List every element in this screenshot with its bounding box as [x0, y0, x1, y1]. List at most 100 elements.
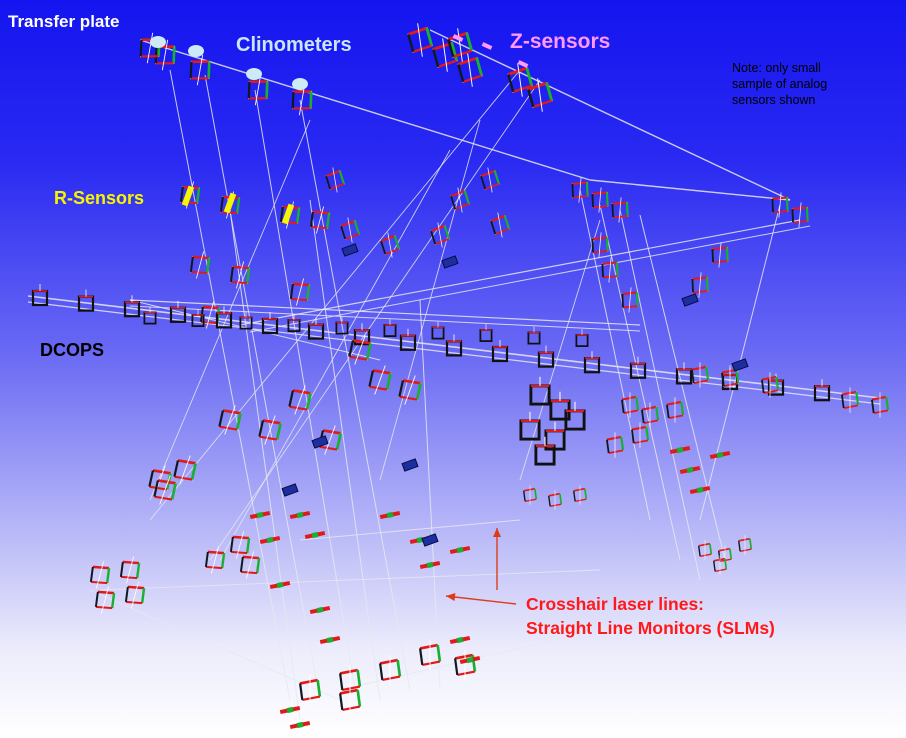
sensor-module	[291, 84, 313, 116]
sensor-module	[94, 586, 116, 614]
sensor-module	[621, 287, 639, 313]
sensor-module	[761, 372, 780, 398]
dcops-module	[287, 314, 301, 332]
sensor-module	[548, 490, 563, 510]
sensor-markers	[150, 34, 749, 547]
dcops-module	[479, 324, 493, 342]
note-text: Note: only small sample of analog sensor…	[732, 60, 882, 108]
laser-lines	[27, 29, 881, 721]
slm-sensor	[449, 635, 471, 645]
sensor-module	[124, 581, 146, 609]
laser-line	[429, 29, 791, 201]
sensor-module	[379, 654, 402, 686]
slm-sensor	[309, 605, 331, 615]
sensor-module	[398, 375, 422, 405]
laser-line	[139, 39, 591, 181]
note-line: sensors shown	[732, 93, 816, 107]
sensor-module	[573, 485, 588, 505]
sensor-module	[666, 397, 685, 423]
sensor-module	[339, 664, 362, 696]
sensor-module	[325, 167, 345, 193]
sensor-module	[721, 365, 740, 391]
laser-line	[519, 219, 601, 481]
sensor-module	[591, 232, 609, 258]
sensor-module	[258, 415, 282, 445]
laser-line	[239, 219, 801, 326]
dcops-module	[215, 306, 233, 329]
dcops-module	[335, 316, 349, 335]
clinometer-marker	[188, 45, 204, 57]
sensor-module	[432, 38, 459, 72]
sensor-module	[591, 187, 609, 213]
sensor-module	[791, 202, 809, 228]
laser-line	[639, 214, 726, 561]
arrow-head	[446, 593, 456, 601]
laser-line	[209, 79, 541, 561]
clinometer-marker	[292, 78, 308, 90]
z-sensor-marker	[452, 34, 464, 42]
slm-sensor	[259, 535, 281, 545]
laser-line	[149, 119, 311, 501]
dcops-module	[191, 309, 205, 327]
dcops-label: DCOPS	[40, 340, 105, 360]
slm-callout: Crosshair laser lines: Straight Line Mon…	[526, 592, 775, 640]
arrow-head	[493, 528, 501, 537]
laser-line	[309, 199, 381, 701]
slm-sensor	[669, 445, 691, 455]
sensor-module	[89, 561, 111, 589]
sensor-module	[173, 455, 197, 485]
dcops-module	[813, 379, 831, 402]
sensor-module	[288, 385, 312, 415]
sensor-marker	[401, 458, 419, 472]
dcops-module	[583, 351, 601, 374]
r-sensor-marker	[281, 203, 295, 225]
slm-sensor	[419, 560, 441, 570]
sensor-module	[339, 684, 362, 716]
sensor-marker	[341, 243, 359, 257]
sensor-module	[447, 28, 474, 62]
slm-sensor	[289, 510, 311, 520]
transfer-plate-label: Transfer plate	[8, 12, 120, 31]
sensor-module	[841, 387, 860, 413]
sensor-module	[480, 167, 500, 193]
sensor-module	[621, 392, 640, 418]
r-sensor-marker	[181, 185, 195, 207]
dcops-module	[564, 401, 586, 431]
sensor-module	[204, 546, 226, 574]
slm-callout-line: Straight Line Monitors (SLMs)	[526, 618, 775, 638]
dcops-module	[143, 306, 157, 325]
sensor-module	[711, 242, 729, 268]
slm-sensor	[269, 580, 291, 590]
r-sensor-marker	[223, 192, 237, 214]
r-sensors-label: R-Sensors	[54, 188, 145, 208]
sensor-module	[119, 556, 141, 584]
sensor-marker	[421, 533, 439, 547]
sensor-module	[189, 54, 211, 86]
sensor-module	[153, 475, 177, 505]
z-sensors-label: Z-sensors	[510, 30, 611, 53]
laser-line	[149, 69, 521, 521]
sensor-module	[606, 432, 625, 458]
laser-line	[299, 519, 521, 541]
slm-sensor	[279, 705, 301, 715]
sensor-module	[407, 23, 434, 57]
sensor-module	[490, 212, 510, 238]
z-sensor-marker	[481, 42, 493, 50]
sensor-module	[430, 222, 450, 248]
slm-sensor	[679, 465, 701, 475]
dcops-module	[77, 289, 95, 312]
sensor-module	[713, 555, 728, 575]
laser-line	[589, 179, 791, 201]
dcops-module	[261, 312, 279, 335]
clinometer-marker	[150, 36, 166, 48]
dcops-module	[675, 362, 693, 385]
dcops-module	[529, 376, 551, 406]
dcops-module	[575, 329, 589, 347]
sensor-module	[299, 674, 322, 706]
sensor-marker	[311, 435, 329, 449]
slm-sensor	[304, 530, 326, 540]
callout-arrows	[445, 528, 517, 605]
sensor-module	[289, 278, 311, 306]
sensor-module	[348, 335, 372, 365]
